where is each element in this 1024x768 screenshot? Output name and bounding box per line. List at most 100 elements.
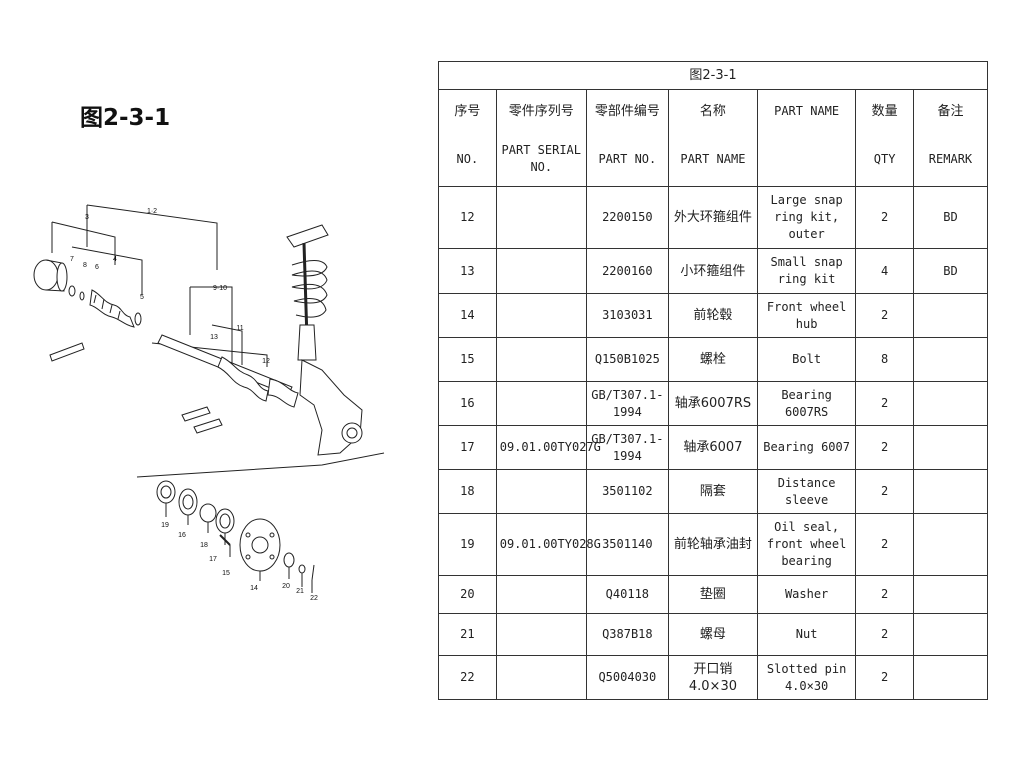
header-remark-en: REMARK (912, 132, 989, 187)
cell-name-cn: 螺母 (667, 613, 759, 656)
cell-serial (495, 337, 587, 382)
cell-name-cn: 开口销4.0×30 (667, 655, 759, 700)
cell-name-en: Nut (756, 613, 857, 656)
cell-remark: BD (912, 248, 989, 294)
header-name-en: PART NAME (667, 132, 759, 187)
cell-qty: 2 (855, 613, 914, 656)
figure-title: 图2-3-1 (80, 105, 171, 131)
cell-name-cn: 小环箍组件 (667, 248, 759, 294)
header-qty-cn: 数量 (855, 89, 914, 132)
cell-name-en: Bolt (756, 337, 857, 382)
table-row: 22 Q5004030 开口销4.0×30 Slotted pin 4.0×30… (438, 655, 989, 700)
callout-18: 18 (200, 542, 208, 549)
callout-20: 20 (282, 583, 290, 590)
callout-8: 8 (83, 262, 87, 269)
table-row: 16 GB/T307.1-1994 轴承6007RS Bearing 6007R… (438, 381, 989, 426)
table-row: 17 09.01.00TY027G GB/T307.1-1994 轴承6007 … (438, 425, 989, 470)
cell-no: 19 (438, 513, 497, 576)
cell-part-no: 3501140 (585, 513, 669, 576)
cell-qty: 2 (855, 513, 914, 576)
cell-remark (912, 655, 989, 700)
table-row: 18 3501102 隔套 Distance sleeve 2 (438, 469, 989, 514)
cell-name-cn: 轴承6007RS (667, 381, 759, 426)
callout-22: 22 (310, 595, 318, 602)
cell-qty: 2 (855, 293, 914, 338)
cell-remark (912, 381, 989, 426)
callout-5: 5 (140, 294, 144, 301)
cell-part-no: Q40118 (585, 575, 669, 614)
callout-19: 19 (161, 522, 169, 529)
cell-part-no: Q5004030 (585, 655, 669, 700)
cell-name-en: Oil seal, front wheel bearing (756, 513, 857, 576)
cell-remark (912, 425, 989, 470)
header-part-name: PART NAME (756, 89, 857, 132)
header-no-cn: 序号 (438, 89, 497, 132)
cell-name-cn: 螺栓 (667, 337, 759, 382)
header-part-no-cn: 零部件编号 (585, 89, 669, 132)
callout-1-2: 1·2 (147, 208, 157, 215)
cell-no: 14 (438, 293, 497, 338)
table-row: 14 3103031 前轮毂 Front wheel hub 2 (438, 293, 989, 338)
header-name-cn: 名称 (667, 89, 759, 132)
cell-serial (495, 248, 587, 294)
cell-serial (495, 469, 587, 514)
cell-remark (912, 337, 989, 382)
cell-serial (495, 655, 587, 700)
cell-name-en: Large snap ring kit, outer (756, 186, 857, 249)
table-row: 12 2200150 外大环箍组件 Large snap ring kit, o… (438, 186, 989, 249)
cell-no: 21 (438, 613, 497, 656)
table-row: 15 Q150B1025 螺栓 Bolt 8 (438, 337, 989, 382)
cell-no: 20 (438, 575, 497, 614)
cell-serial (495, 186, 587, 249)
table-caption: 图2-3-1 (438, 61, 988, 90)
cell-remark (912, 293, 989, 338)
callout-6: 6 (95, 264, 99, 271)
callout-17: 17 (209, 556, 217, 563)
cell-name-en: Washer (756, 575, 857, 614)
cell-name-en: Slotted pin 4.0×30 (756, 655, 857, 700)
cell-qty: 2 (855, 469, 914, 514)
callout-9-10: 9·10 (213, 285, 227, 292)
cell-name-cn: 隔套 (667, 469, 759, 514)
cell-part-no: 2200160 (585, 248, 669, 294)
cell-part-no: 3103031 (585, 293, 669, 338)
cell-no: 12 (438, 186, 497, 249)
table-row: 21 Q387B18 螺母 Nut 2 (438, 613, 989, 656)
cell-serial (495, 575, 587, 614)
header-serial-cn: 零件序列号 (495, 89, 587, 132)
cell-qty: 2 (855, 425, 914, 470)
cell-no: 18 (438, 469, 497, 514)
header-no-en: NO. (438, 132, 497, 187)
cell-name-en: Distance sleeve (756, 469, 857, 514)
cell-part-no: 2200150 (585, 186, 669, 249)
cell-no: 13 (438, 248, 497, 294)
callout-15: 15 (222, 570, 230, 577)
cell-part-no: Q387B18 (585, 613, 669, 656)
parts-list-table: 图2-3-1 序号 零件序列号 零部件编号 名称 PART NAME 数量 备注… (438, 61, 989, 700)
cell-name-en: Front wheel hub (756, 293, 857, 338)
header-serial-en: PART SERIAL NO. (495, 132, 587, 187)
callout-7: 7 (70, 256, 74, 263)
cell-qty: 2 (855, 186, 914, 249)
cell-remark (912, 513, 989, 576)
cell-qty: 2 (855, 381, 914, 426)
header-row-cn: 序号 零件序列号 零部件编号 名称 PART NAME 数量 备注 (438, 89, 989, 132)
callout-11: 11 (236, 325, 243, 332)
callout-13: 13 (210, 334, 218, 341)
cell-part-no: 3501102 (585, 469, 669, 514)
cell-part-no: GB/T307.1-1994 (585, 381, 669, 426)
cell-serial (495, 381, 587, 426)
cell-no: 22 (438, 655, 497, 700)
header-part-no-en: PART NO. (585, 132, 669, 187)
cell-name-cn: 外大环箍组件 (667, 186, 759, 249)
callout-16: 16 (178, 532, 186, 539)
cell-remark (912, 613, 989, 656)
cell-remark: BD (912, 186, 989, 249)
cell-qty: 4 (855, 248, 914, 294)
cell-serial: 09.01.00TY028G (495, 513, 601, 576)
cell-name-cn: 前轮毂 (667, 293, 759, 338)
table-row: 20 Q40118 垫圈 Washer 2 (438, 575, 989, 614)
cell-serial: 09.01.00TY027G (495, 425, 601, 470)
callout-4: 4 (113, 256, 117, 263)
cell-name-cn: 前轮轴承油封 (667, 513, 759, 576)
